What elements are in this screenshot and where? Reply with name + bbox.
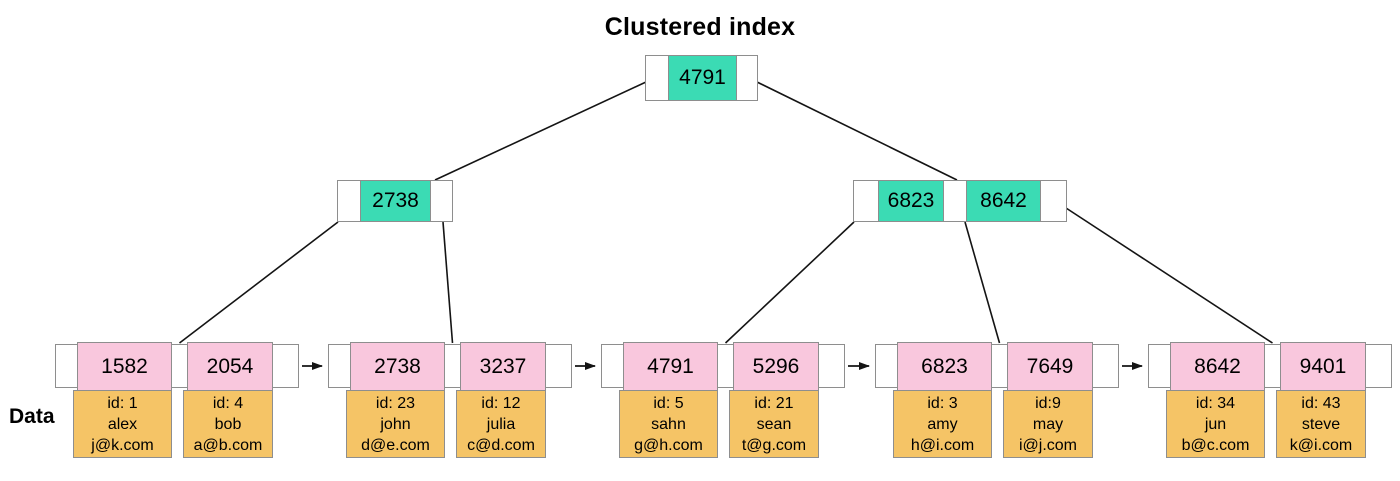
- record-line: a@b.com: [193, 437, 263, 454]
- leaf-key-cell: 5296: [733, 342, 819, 391]
- index-node-internal-right: 6823 8642: [853, 180, 1067, 222]
- record-line: j@k.com: [91, 437, 154, 454]
- tree-edge-internal-right-to-leaf-4: [964, 221, 1001, 344]
- record-box: id: 21 sean t@g.com: [729, 390, 819, 458]
- leaf-key-cell: 3237: [460, 342, 546, 391]
- record-line: b@c.com: [1181, 437, 1250, 454]
- record-line: h@i.com: [910, 437, 975, 454]
- leaf-key-cell: 6823: [897, 342, 992, 391]
- record-line: id: 34: [1195, 395, 1236, 412]
- leaf-node-leaf-4: 6823 id: 3 amy h@i.com 7649 id:9 may i@j.com: [875, 342, 1119, 458]
- record-line: may: [1032, 416, 1064, 433]
- record-line: c@d.com: [467, 437, 535, 454]
- leaf-key-cell: 1582: [77, 342, 172, 391]
- record-line: jun: [1204, 416, 1227, 433]
- tree-edge-root-to-internal-left: [434, 81, 647, 181]
- leaf-node-leaf-1: 1582 id: 1 alex j@k.com 2054 id: 4 bob a@b.com: [55, 342, 299, 458]
- record-line: i@j.com: [1018, 437, 1078, 454]
- record-line: id: 5: [653, 395, 684, 412]
- index-node-root: 4791: [645, 55, 758, 101]
- index-node-internal-left: 2738: [337, 180, 453, 222]
- record-line: k@i.com: [1289, 437, 1353, 454]
- record-line: steve: [1301, 416, 1341, 433]
- leaf-node-leaf-3: 4791 id: 5 sahn g@h.com 5296 id: 21 sean t@g.co…: [601, 342, 845, 458]
- tree-edge-internal-left-to-leaf-2: [442, 221, 454, 344]
- index-key-cell: 4791: [668, 56, 737, 100]
- leaf-key-cell: 2054: [187, 342, 273, 391]
- record-box: id: 3 amy h@i.com: [893, 390, 992, 458]
- record-line: id:9: [1035, 395, 1061, 412]
- record-line: id: 1: [107, 395, 138, 412]
- record-line: sahn: [651, 416, 686, 433]
- leaf-key-cell: 7649: [1007, 342, 1093, 391]
- record-line: id: 23: [375, 395, 416, 412]
- leaf-node-leaf-5: 8642 id: 34 jun b@c.com 9401 id: 43 steve k@i.c…: [1148, 342, 1392, 458]
- record-line: id: 3: [927, 395, 958, 412]
- tree-edge-internal-right-to-leaf-5: [1065, 207, 1273, 344]
- record-line: sean: [756, 416, 792, 433]
- leaf-key-cell: 8642: [1170, 342, 1265, 391]
- record-line: t@g.com: [741, 437, 807, 454]
- record-line: id: 12: [481, 395, 521, 412]
- diagram-title: Clustered index: [604, 13, 796, 41]
- leaf-node-leaf-2: 2738 id: 23 john d@e.com 3237 id: 12 julia c@d.…: [328, 342, 572, 458]
- record-line: id: 4: [212, 395, 244, 412]
- record-box: id: 5 sahn g@h.com: [619, 390, 718, 458]
- record-box: id: 4 bob a@b.com: [183, 390, 273, 458]
- record-box: id: 23 john d@e.com: [346, 390, 445, 458]
- record-line: id: 43: [1301, 395, 1341, 412]
- record-line: julia: [486, 416, 516, 433]
- leaf-key-cell: 2738: [350, 342, 445, 391]
- data-label: Data: [9, 405, 55, 428]
- leaf-key-cell: 4791: [623, 342, 718, 391]
- record-box: id: 43 steve k@i.com: [1276, 390, 1366, 458]
- record-box: id: 1 alex j@k.com: [73, 390, 172, 458]
- record-line: g@h.com: [634, 437, 703, 454]
- record-line: alex: [107, 416, 138, 433]
- index-key-cell: 8642: [966, 181, 1041, 221]
- tree-edge-internal-right-to-leaf-3: [724, 221, 855, 344]
- record-box: id: 34 jun b@c.com: [1166, 390, 1265, 458]
- record-line: john: [380, 416, 411, 433]
- record-box: id: 12 julia c@d.com: [456, 390, 546, 458]
- record-line: bob: [214, 416, 242, 433]
- record-line: id: 21: [754, 395, 794, 412]
- record-line: amy: [927, 416, 958, 433]
- record-box: id:9 may i@j.com: [1003, 390, 1093, 458]
- leaf-key-cell: 9401: [1280, 342, 1366, 391]
- tree-edge-root-to-internal-right: [756, 81, 958, 181]
- tree-edge-internal-left-to-leaf-1: [179, 221, 339, 344]
- index-key-cell: 6823: [878, 181, 944, 221]
- record-line: d@e.com: [361, 437, 430, 454]
- index-key-cell: 2738: [360, 181, 431, 221]
